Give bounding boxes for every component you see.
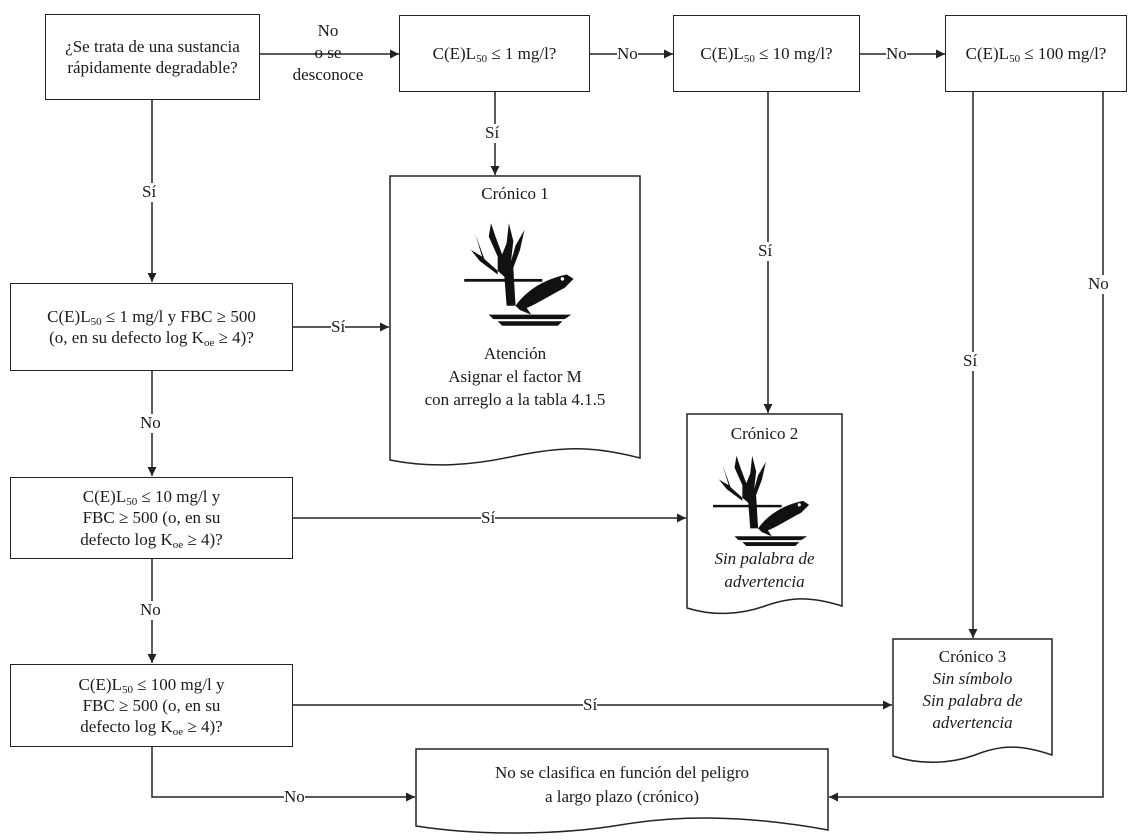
not-classified-shape <box>415 748 829 834</box>
decision-lc-100: C(E)L50 ≤ 100 mg/l? <box>945 15 1127 92</box>
label-no: No <box>140 600 161 620</box>
decision-degradable-line2: rápidamente degradable? <box>67 58 238 77</box>
label-yes: Sí <box>963 351 978 371</box>
connector-bcf100-no <box>151 747 415 802</box>
environment-hazard-icon <box>464 223 574 326</box>
environment-hazard-icon-2 <box>712 455 810 547</box>
decision-bcf-10: C(E)L50 ≤ 10 mg/l y FBC ≥ 500 (o, en su … <box>10 477 293 559</box>
chronic-3-title: Crónico 3 <box>938 647 1007 666</box>
chronic-1-signal-word: Atención <box>483 344 547 363</box>
label-no: No <box>284 787 305 807</box>
label-no: No <box>886 44 907 64</box>
chronic-1-details: Atención Asignar el factor M con arreglo… <box>390 343 640 412</box>
chronic-3-content: Crónico 3 Sin símbolo Sin palabra de adv… <box>893 646 1052 734</box>
chronic-3-shape <box>892 638 1053 763</box>
label-yes: Sí <box>485 123 500 143</box>
chronic-2-details: Sin palabra de advertencia <box>714 549 815 591</box>
chronic-2-title: Crónico 2 <box>730 424 799 443</box>
label-yes: Sí <box>583 695 598 715</box>
chronic-2-shape <box>686 413 843 615</box>
not-classified-content: No se clasifica en función del peligro a… <box>495 763 749 806</box>
decision-bcf-100: C(E)L50 ≤ 100 mg/l y FBC ≥ 500 (o, en su… <box>10 664 293 747</box>
label-no: No <box>140 413 161 433</box>
decision-bcf-1: C(E)L50 ≤ 1 mg/l y FBC ≥ 500 (o, en su d… <box>10 283 293 371</box>
label-no-unknown: No o se desconoce <box>292 21 364 85</box>
label-yes: Sí <box>142 182 157 202</box>
label-no: No <box>617 44 638 64</box>
label-yes: Sí <box>481 508 496 528</box>
label-yes: Sí <box>758 241 773 261</box>
decision-degradable-line1: ¿Se trata de una sustancia <box>65 36 240 56</box>
label-no: No <box>1088 274 1109 294</box>
connector-lc100-no <box>829 92 1104 802</box>
chronic-1-line1: Asignar el factor M <box>448 366 582 386</box>
label-yes: Sí <box>331 317 346 337</box>
decision-lc-1: C(E)L50 ≤ 1 mg/l? <box>399 15 590 92</box>
chronic-1-line2: con arreglo a la tabla 4.1.5 <box>424 389 606 409</box>
decision-degradable: ¿Se trata de una sustancia rápidamente d… <box>45 14 260 100</box>
chronic-1-title: Crónico 1 <box>481 184 549 203</box>
decision-lc-10: C(E)L50 ≤ 10 mg/l? <box>673 15 860 92</box>
chronic-1-shape <box>389 175 641 466</box>
